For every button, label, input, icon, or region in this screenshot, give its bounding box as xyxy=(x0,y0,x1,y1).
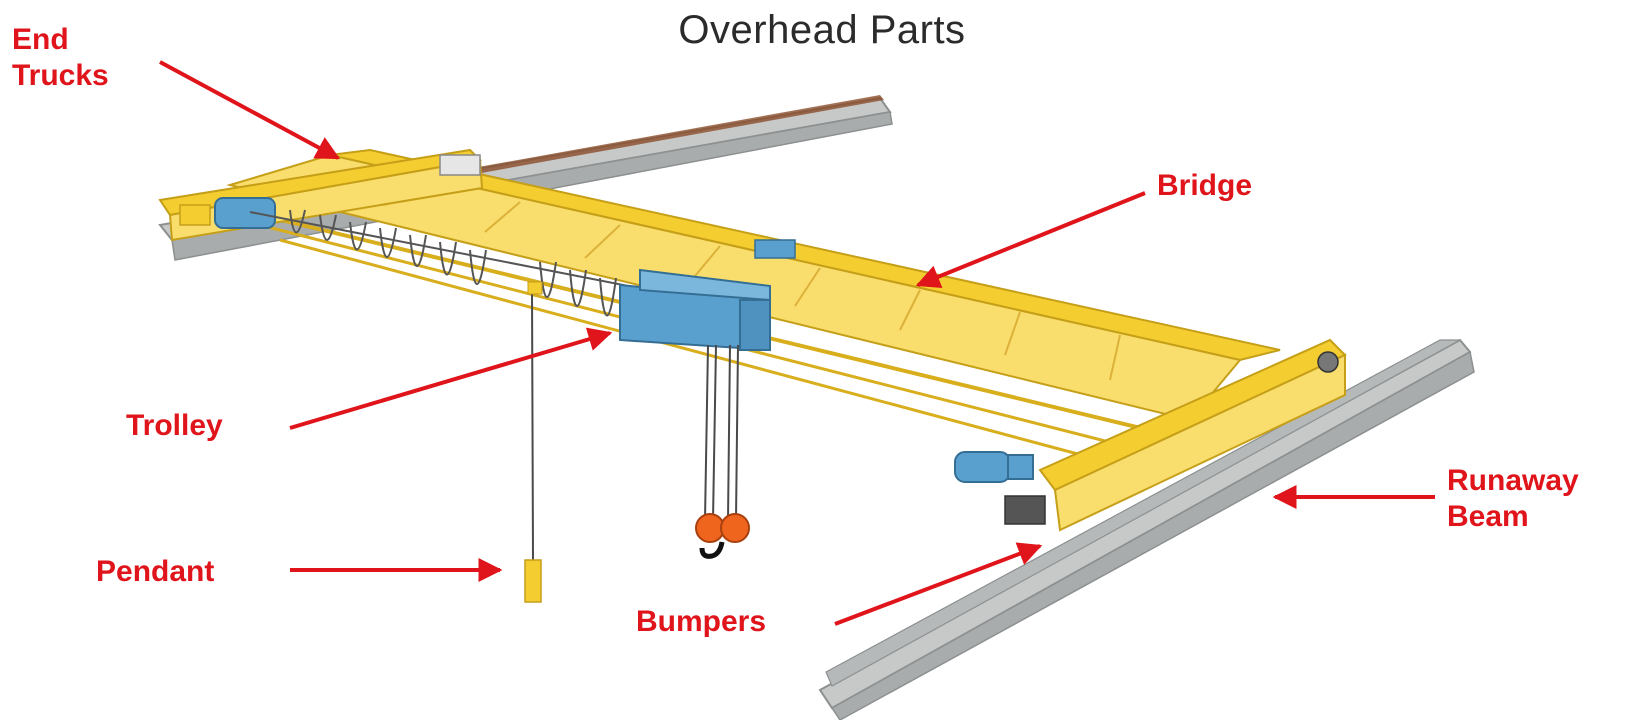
hoist-ropes xyxy=(704,344,739,521)
label-runaway-beam: Runaway Beam xyxy=(1447,463,1579,535)
arrow-end-trucks xyxy=(159,60,341,160)
hook-block xyxy=(695,513,750,559)
front-runway-beam xyxy=(818,338,1475,720)
arrow-trolley xyxy=(289,327,613,430)
label-runaway-beam-line2: Beam xyxy=(1447,500,1529,533)
label-bumpers: Bumpers xyxy=(636,605,767,638)
trolley-hoist xyxy=(619,239,796,352)
arrow-bridge xyxy=(915,191,1146,289)
label-runaway-beam-line1: Runaway xyxy=(1447,464,1579,497)
label-end-trucks-line1: End xyxy=(12,23,69,56)
label-end-trucks: End Trucks xyxy=(12,22,109,94)
pendant-control xyxy=(524,281,543,603)
label-trolley: Trolley xyxy=(126,409,223,442)
near-end-truck xyxy=(954,338,1347,532)
label-end-trucks-line2: Trucks xyxy=(12,59,109,92)
callout-arrows xyxy=(159,60,1435,626)
arrow-bumpers xyxy=(834,542,1043,626)
label-bridge: Bridge xyxy=(1157,169,1253,202)
diagram-title: Overhead Parts xyxy=(678,8,966,52)
far-end-truck xyxy=(158,148,484,242)
label-pendant: Pendant xyxy=(96,555,215,588)
